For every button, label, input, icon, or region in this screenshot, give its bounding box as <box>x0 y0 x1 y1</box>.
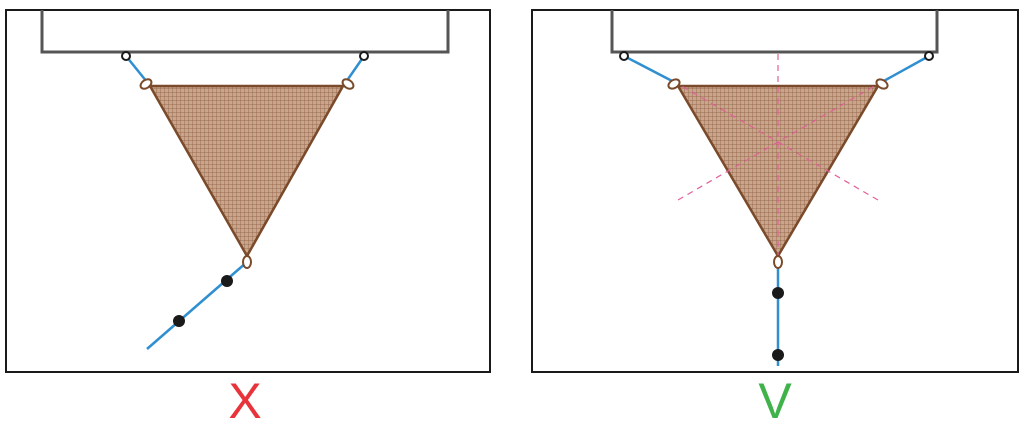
panel-incorrect <box>5 9 491 373</box>
roof-beam <box>40 10 450 54</box>
sail-ring-left <box>667 78 681 90</box>
sail-ring-right <box>341 78 355 90</box>
cable-left <box>623 54 675 84</box>
shade-sail <box>147 84 346 259</box>
cable-right <box>344 55 366 83</box>
correct-mark: V <box>758 373 792 428</box>
panel-frame <box>531 9 1019 373</box>
incorrect-mark: X <box>228 373 261 428</box>
sail-ring-right <box>875 78 889 90</box>
panel-frame <box>5 9 491 373</box>
panel-correct <box>531 9 1019 373</box>
tension-point-lower <box>772 349 784 361</box>
tension-point-upper <box>221 275 233 287</box>
anchor-hook-left <box>619 51 629 61</box>
tension-point-lower <box>173 315 185 327</box>
roof-beam <box>610 10 939 54</box>
alignment-guides <box>677 54 879 262</box>
sail-ring-bottom <box>242 255 252 269</box>
anchor-hook-right <box>359 51 369 61</box>
anchor-hook-right <box>924 51 934 61</box>
sail-ring-left <box>139 78 153 90</box>
cable-bottom <box>146 261 248 350</box>
sail-ring-bottom <box>773 255 783 269</box>
tension-point-upper <box>772 287 784 299</box>
anchor-hook-left <box>121 51 131 61</box>
cable-right <box>881 54 930 84</box>
cable-left <box>125 55 148 83</box>
